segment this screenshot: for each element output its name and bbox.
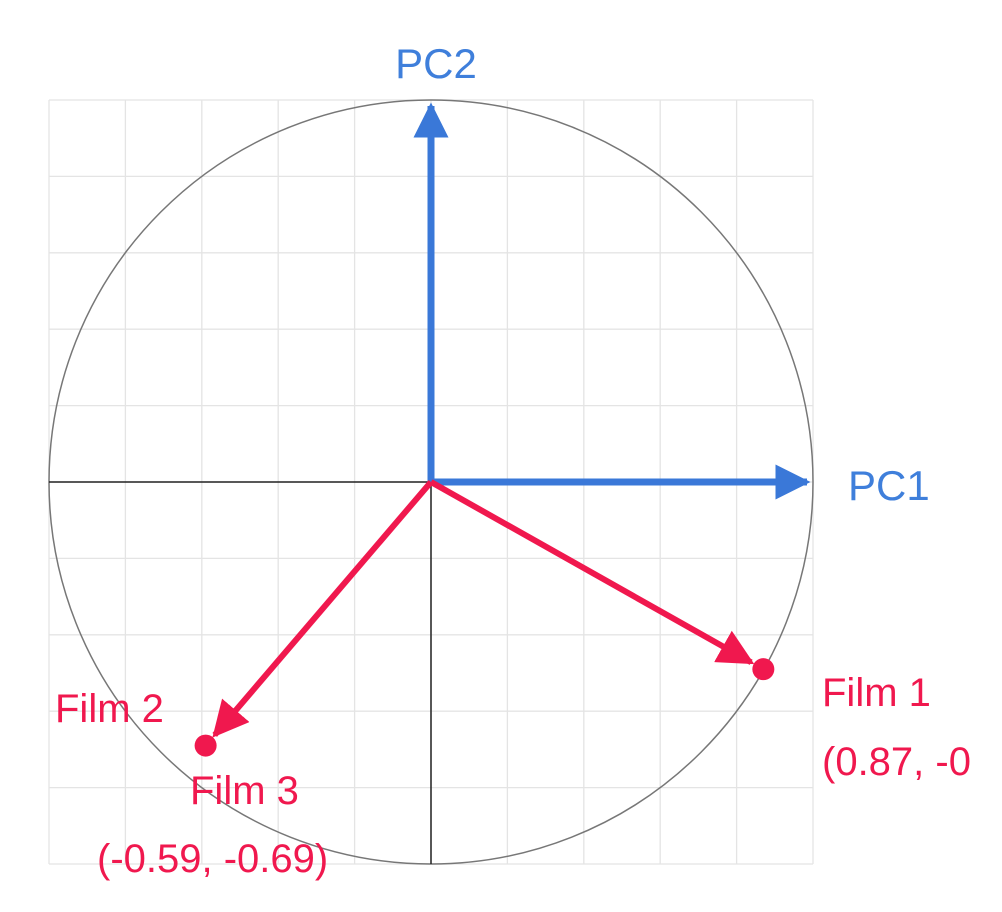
film-2-label: Film 2 bbox=[55, 687, 164, 731]
film-2-endpoint bbox=[194, 734, 217, 757]
film-1-endpoint bbox=[752, 658, 775, 681]
axes-layer bbox=[49, 481, 432, 864]
film-3-coordinates: (-0.59, -0.69) bbox=[97, 837, 328, 881]
pc2-label: PC2 bbox=[395, 40, 477, 87]
film-1-vector bbox=[429, 479, 755, 665]
film-1-label: Film 1 bbox=[822, 671, 931, 715]
film-3-label: Film 3 bbox=[190, 769, 299, 813]
vectors-layer bbox=[194, 102, 811, 757]
pc1-label: PC1 bbox=[848, 462, 930, 509]
film-2-vector bbox=[212, 480, 434, 738]
film-1-coordinates: (0.87, -0 bbox=[822, 740, 971, 784]
